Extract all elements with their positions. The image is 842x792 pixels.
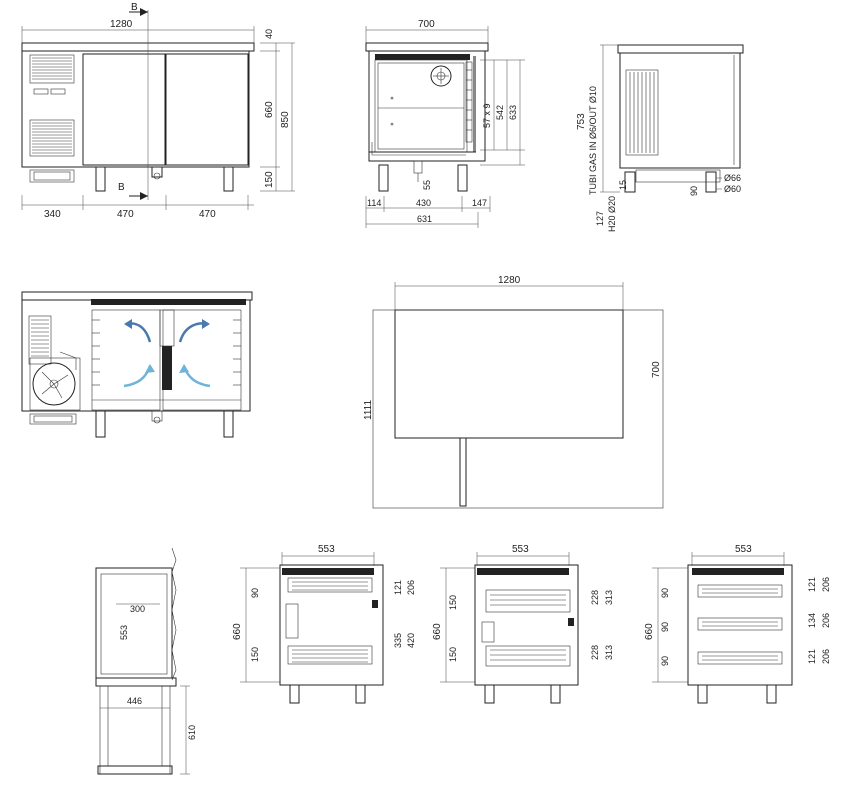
dim-comp-width: 340: [44, 209, 61, 220]
compressor-grille: [28, 315, 52, 365]
dim-430: 430: [416, 198, 431, 208]
fan-icon: [430, 65, 452, 87]
dim-660-v2: 660: [432, 623, 443, 640]
dim-v1-150: 150: [250, 647, 260, 662]
dim-leg-height: 150: [264, 171, 275, 188]
dim-660: 660: [232, 623, 243, 640]
dim-v3-121b: 121: [807, 649, 817, 664]
side-section-view: 700 57 x 9 542 633 55 114 430 147 631: [365, 19, 525, 228]
compressor-grille-upper: [29, 54, 75, 84]
dim-55: 55: [422, 180, 432, 190]
side-exterior-view: 753 TUBI GAS IN Ø6/OUT Ø10 15 127 H20 Ø2…: [576, 44, 744, 232]
leg: [355, 684, 366, 704]
dim-v3-206c: 206: [821, 649, 831, 664]
dim-633: 633: [508, 105, 518, 120]
leg: [223, 166, 234, 192]
control-panel: [33, 88, 49, 95]
dim-v3-134: 134: [807, 613, 817, 628]
dim-90: 90: [689, 186, 699, 196]
drawer-config-2: 553 660 150 150 228 313 228 313: [432, 544, 614, 704]
dim-553-v3: 553: [735, 544, 752, 555]
dim-body-height: 660: [264, 101, 275, 118]
top-view: 1280 700 1111: [363, 275, 664, 509]
drawer-config-3: 553 660 90 90 90 121 206 134 206 121 206: [644, 544, 831, 704]
compressor-grille-lower: [29, 119, 75, 157]
dim-basket-depth: 553: [119, 625, 129, 640]
dim-v3-206b: 206: [821, 613, 831, 628]
dim-v1-90: 90: [250, 588, 260, 598]
dim-660-v3: 660: [644, 623, 655, 640]
dim-v3-90a: 90: [660, 588, 670, 598]
leg: [289, 684, 300, 704]
dim-top-depth: 700: [651, 361, 662, 378]
water-label: H20 Ø20: [607, 196, 617, 232]
dim-127: 127: [595, 211, 605, 226]
leg: [223, 410, 234, 438]
condenser-fan-icon: [32, 362, 76, 406]
leg: [697, 684, 708, 704]
front-view: B B 1280 40 660 850 150 340 470 470: [21, 2, 295, 220]
door-open-outline: [372, 309, 664, 509]
dim-631: 631: [417, 214, 432, 224]
dim-v1-420: 420: [406, 633, 416, 648]
dim-top-thickness: 40: [264, 29, 274, 39]
drawer-config-1: 553 660 90 150 121 206 335 420: [232, 544, 416, 704]
dim-v2-150a: 150: [448, 595, 458, 610]
door-right: [165, 53, 249, 166]
dia-60: Ø60: [724, 184, 741, 194]
dim-147: 147: [472, 198, 487, 208]
dim-v3-206a: 206: [821, 577, 831, 592]
airflow-section-view: [21, 291, 253, 438]
leg: [95, 166, 106, 192]
dim-top-depth-open: 1111: [363, 400, 374, 420]
leg: [378, 164, 389, 192]
dim-v1-206: 206: [406, 580, 416, 595]
dim-v2-313a: 313: [604, 590, 614, 605]
pipe-label: TUBI GAS IN Ø6/OUT Ø10: [588, 86, 598, 195]
section-marker-bottom: B: [118, 182, 125, 193]
dim-top-width: 1280: [498, 275, 521, 286]
dim-542: 542: [495, 105, 505, 120]
dim-v2-313b: 313: [604, 645, 614, 660]
dim-v2-150b: 150: [448, 647, 458, 662]
leg: [484, 684, 495, 704]
leg: [95, 410, 106, 438]
dim-114: 114: [367, 198, 381, 208]
basket-view: 300 553 446 610: [95, 547, 197, 775]
dim-553-v2: 553: [512, 544, 529, 555]
section-marker-top: B: [131, 2, 138, 13]
dim-v3-121a: 121: [807, 577, 817, 592]
leg: [457, 164, 468, 192]
dim-v2-228a: 228: [590, 590, 600, 605]
dim-door-width: 446: [127, 696, 142, 706]
dim-v3-90b: 90: [660, 622, 670, 632]
dim-depth-total: 700: [418, 19, 435, 30]
dim-total-height: 850: [280, 111, 291, 128]
dim-door2-width: 470: [199, 209, 216, 220]
leg: [550, 684, 561, 704]
leg: [766, 684, 777, 704]
dim-door1-width: 470: [117, 209, 134, 220]
dim-door-open: 610: [187, 725, 197, 740]
door-left: [82, 53, 166, 166]
top-outline: [394, 309, 624, 439]
leg: [705, 171, 717, 193]
dim-753: 753: [576, 113, 587, 130]
side-grille: [625, 69, 659, 156]
dim-v1-335: 335: [393, 633, 403, 648]
dim-front-width: 1280: [110, 19, 133, 30]
dim-v2-228b: 228: [590, 645, 600, 660]
door-open-handle: [459, 437, 467, 507]
dim-57x9: 57 x 9: [482, 103, 492, 128]
dim-553: 553: [318, 544, 335, 555]
dim-basket-width: 300: [130, 604, 145, 614]
dim-v1-121: 121: [393, 580, 403, 595]
leg: [624, 171, 636, 193]
dia-66: Ø66: [724, 173, 741, 183]
dim-15: 15: [618, 180, 628, 190]
dim-v3-90c: 90: [660, 656, 670, 666]
